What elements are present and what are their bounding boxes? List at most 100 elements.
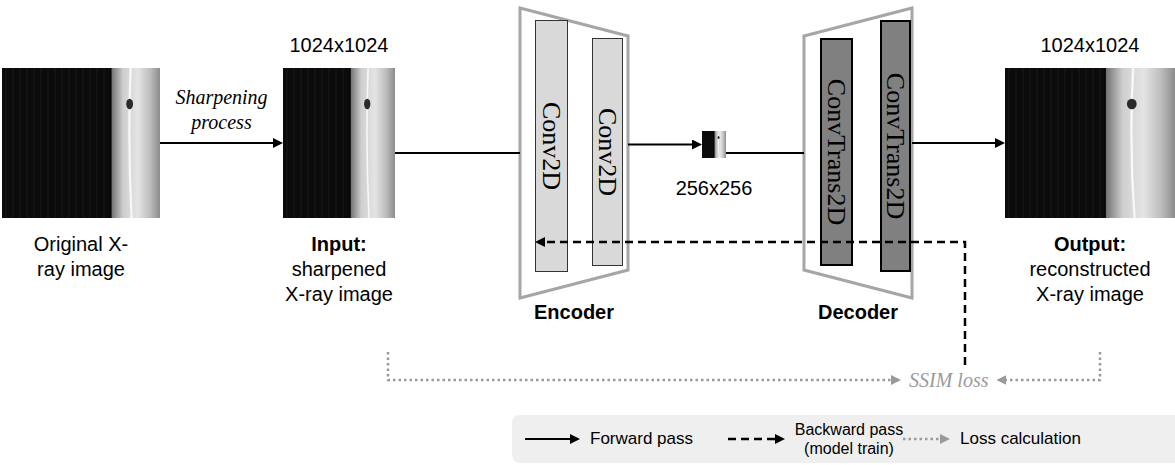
legend-text-box: Forward pass [590,429,693,449]
image-edge [1105,68,1106,218]
image-defect [364,99,370,110]
connector [726,152,804,154]
image-texture [1009,68,1010,218]
block-outline [804,8,912,298]
size-label: 1024x1024 [1020,33,1160,58]
legend-line [525,438,574,440]
image-frame [2,68,160,218]
legend-line [903,438,944,441]
image-texture [34,68,35,218]
xray-image: 1024x1024Output:reconstructed X-ray imag… [1005,33,1175,307]
image-texture [343,68,344,218]
image-band [714,131,726,158]
image-ground [702,131,726,158]
image-edge [350,68,351,218]
caption: sharpened X-ray image [282,257,397,307]
connector [1002,352,1100,380]
connector [912,142,999,144]
caption-group: Output:reconstructed X-ray image [1020,232,1160,307]
connector [160,142,277,144]
image-texture [41,68,42,218]
image-wire [1131,68,1134,218]
block-title: Encoder [518,300,630,325]
connector [395,152,520,154]
legend-text: Forward pass [590,429,693,449]
layer-name: Conv2D [595,108,621,196]
image-ground [283,68,395,218]
image-texture [294,68,295,218]
image-frame [702,131,726,158]
legend-sample [728,415,787,463]
image-texture [104,68,105,218]
image-texture [1065,68,1066,218]
caption-group: Decoder [802,300,914,325]
image-texture [69,68,70,218]
image-texture [48,68,49,218]
image-texture [13,68,14,218]
image-texture [301,68,302,218]
image-texture [97,68,98,218]
edge-label-box: Sharpening process [167,85,277,135]
conv-layer: Conv2D [535,20,568,272]
conv-layer: Conv2D [592,38,623,266]
encoder-block: Conv2D Conv2D Encoder [518,6,630,325]
layer-name: Conv2D [539,102,565,190]
image-texture [1030,68,1031,218]
image-texture [1093,68,1094,218]
decoder-block: ConvTrans2D ConvTrans2D Decoder [802,6,914,325]
image-texture [329,68,330,218]
legend-panel: Forward pass Backward pass (model train) L… [512,415,1175,463]
layer-name: ConvTrans2D [824,79,850,225]
xray-image: Original X-ray image [2,68,160,282]
deconv-layer: ConvTrans2D [820,38,853,266]
caption-group: 1024x1024 [282,33,397,58]
image-texture [1072,68,1073,218]
image-defect [1127,99,1137,110]
image-texture [1016,68,1017,218]
image-texture [90,68,91,218]
block-frame: Conv2D Conv2D [518,6,630,300]
legend-sample [903,415,952,463]
legend-sample [525,415,582,463]
caption: reconstructed X-ray image [1020,257,1160,307]
caption: Output: [1020,232,1160,257]
edge-label: Sharpening process [167,85,277,135]
legend-text-box: Loss calculation [960,429,1081,449]
image-texture [1037,68,1038,218]
loss-node: SSIM loss [905,368,992,392]
loss-label: SSIM loss [909,368,988,392]
block-frame: ConvTrans2D ConvTrans2D [802,6,914,300]
image-ground [1005,68,1175,218]
image-texture [308,68,309,218]
xray-image: 1024x1024Input:sharpened X-ray image [282,33,397,307]
image-band [111,68,160,218]
image-texture [1058,68,1059,218]
caption-group: Input:sharpened X-ray image [282,232,397,307]
connector [388,352,895,380]
image-frame [1005,68,1175,218]
image-band [1105,68,1175,218]
image-texture [322,68,323,218]
legend-text-box: Backward pass (model train) [793,420,905,458]
image-frame [283,68,395,218]
connector [628,144,696,146]
image-texture [1051,68,1052,218]
connector [541,242,965,365]
size-label: 1024x1024 [282,33,397,58]
xray-picture [2,68,160,218]
layer-name: ConvTrans2D [883,73,909,219]
caption: 256x256 [669,176,759,201]
deconv-layer: ConvTrans2D [880,20,911,272]
image-texture [1086,68,1087,218]
image-texture [1023,68,1024,218]
image-texture [27,68,28,218]
image-edge [714,131,715,158]
image-edge [111,68,112,218]
legend-line [728,438,779,441]
caption-group: Encoder [518,300,630,325]
caption-group: Original X-ray image [24,232,139,282]
image-texture [287,68,288,218]
image-band [350,68,395,218]
